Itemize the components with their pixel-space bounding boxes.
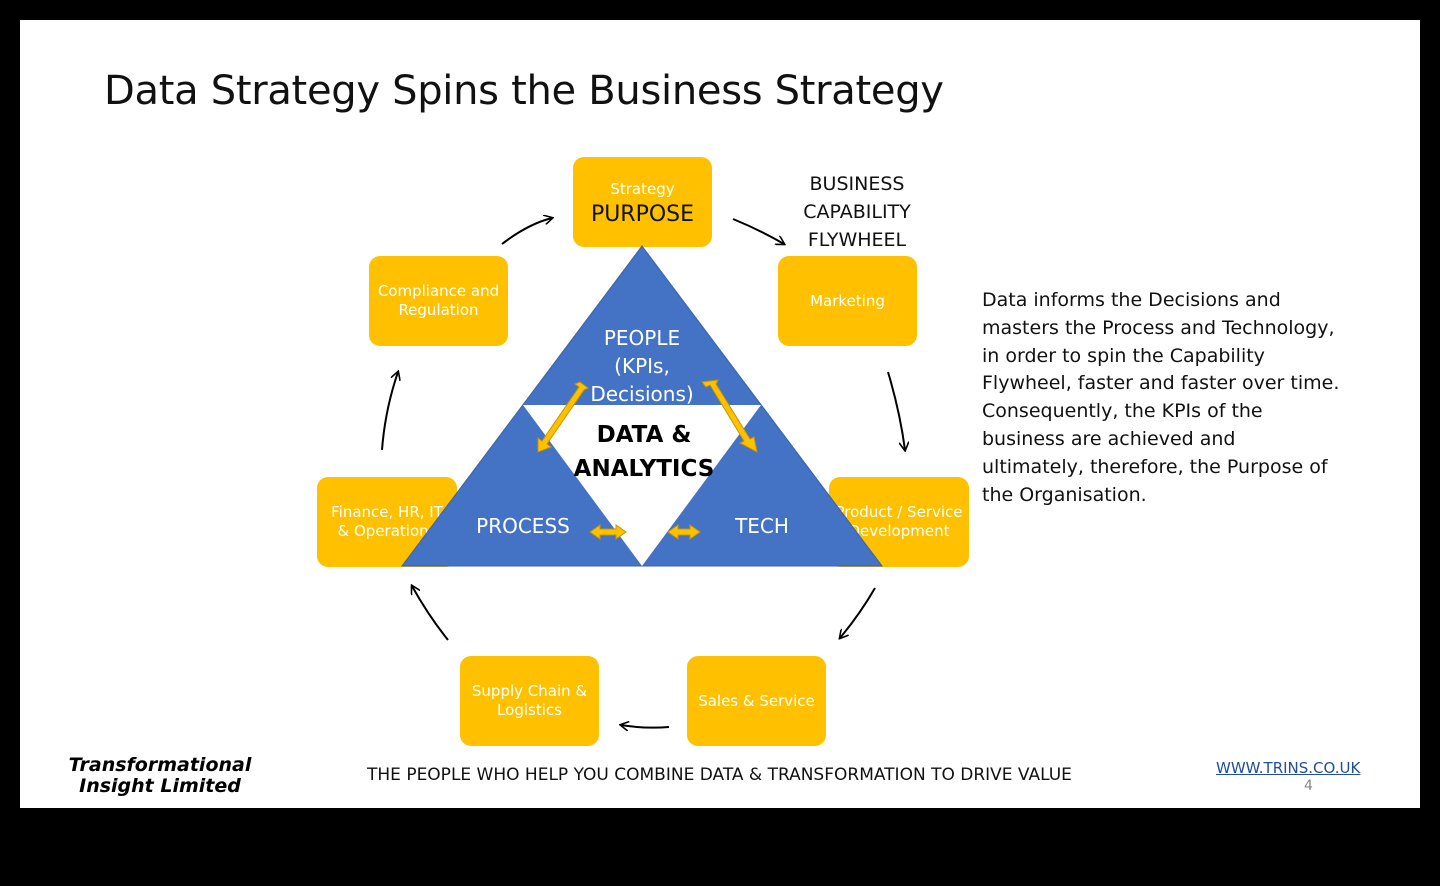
arrow-product-to-sales bbox=[840, 587, 876, 638]
strategy-label: Strategy bbox=[610, 180, 675, 198]
page-number: 4 bbox=[1304, 778, 1313, 794]
company-logo: Transformational Insight Limited bbox=[68, 754, 252, 797]
finance-hr-label: Finance, HR, IT & Operations bbox=[331, 503, 443, 540]
triforce-triangle bbox=[401, 245, 883, 567]
product-service-label: Product / Service Development bbox=[835, 503, 963, 540]
arrow-sales-to-supply bbox=[621, 725, 670, 728]
website-link[interactable]: WWW.TRINS.CO.UK bbox=[1216, 759, 1361, 777]
sales-service-label: Sales & Service bbox=[698, 691, 815, 710]
tech-label: TECH bbox=[735, 514, 789, 538]
compliance-label: Compliance and Regulation bbox=[377, 282, 500, 319]
flywheel-label: BUSINESS CAPABILITY FLYWHEEL bbox=[803, 173, 911, 251]
sales-service-box: Sales & Service bbox=[687, 656, 826, 746]
marketing-label: Marketing bbox=[810, 291, 885, 310]
double-arrows bbox=[537, 379, 758, 540]
data-analytics-label: DATA & ANALYTICS bbox=[573, 422, 715, 482]
inner-triangle bbox=[523, 405, 761, 566]
flywheel-diagram bbox=[381, 20, 1420, 808]
slide: Data Strategy Spins the Business Strateg… bbox=[20, 20, 1420, 808]
strategy-purpose-box: Strategy PURPOSE bbox=[573, 157, 712, 247]
arrow-marketing-to-product bbox=[887, 371, 905, 450]
slide-title: Data Strategy Spins the Business Strateg… bbox=[104, 68, 944, 114]
people-label: PEOPLE (KPIs, Decisions) bbox=[590, 326, 694, 406]
purpose-label: PURPOSE bbox=[590, 202, 695, 227]
flywheel-arrows bbox=[381, 218, 905, 728]
arrow-people-process bbox=[537, 381, 589, 453]
process-label: PROCESS bbox=[476, 514, 570, 538]
arrow-people-tech bbox=[701, 379, 758, 453]
arrow-tech-process bbox=[667, 524, 701, 540]
supply-chain-label: Supply Chain & Logistics bbox=[471, 682, 588, 719]
arrow-process-tech bbox=[589, 524, 627, 540]
marketing-box: Marketing bbox=[778, 256, 917, 346]
compliance-box: Compliance and Regulation bbox=[369, 256, 508, 346]
supply-chain-box: Supply Chain & Logistics bbox=[460, 656, 599, 746]
explanation-text: Data informs the Decisions and masters t… bbox=[982, 289, 1340, 506]
arrow-compliance-to-strategy bbox=[501, 218, 552, 245]
footer-tagline: THE PEOPLE WHO HELP YOU COMBINE DATA & T… bbox=[367, 765, 1072, 785]
arrow-strategy-to-marketing bbox=[732, 218, 784, 244]
arrow-supply-to-finance bbox=[412, 586, 449, 641]
arrow-finance-to-compliance bbox=[381, 372, 398, 451]
